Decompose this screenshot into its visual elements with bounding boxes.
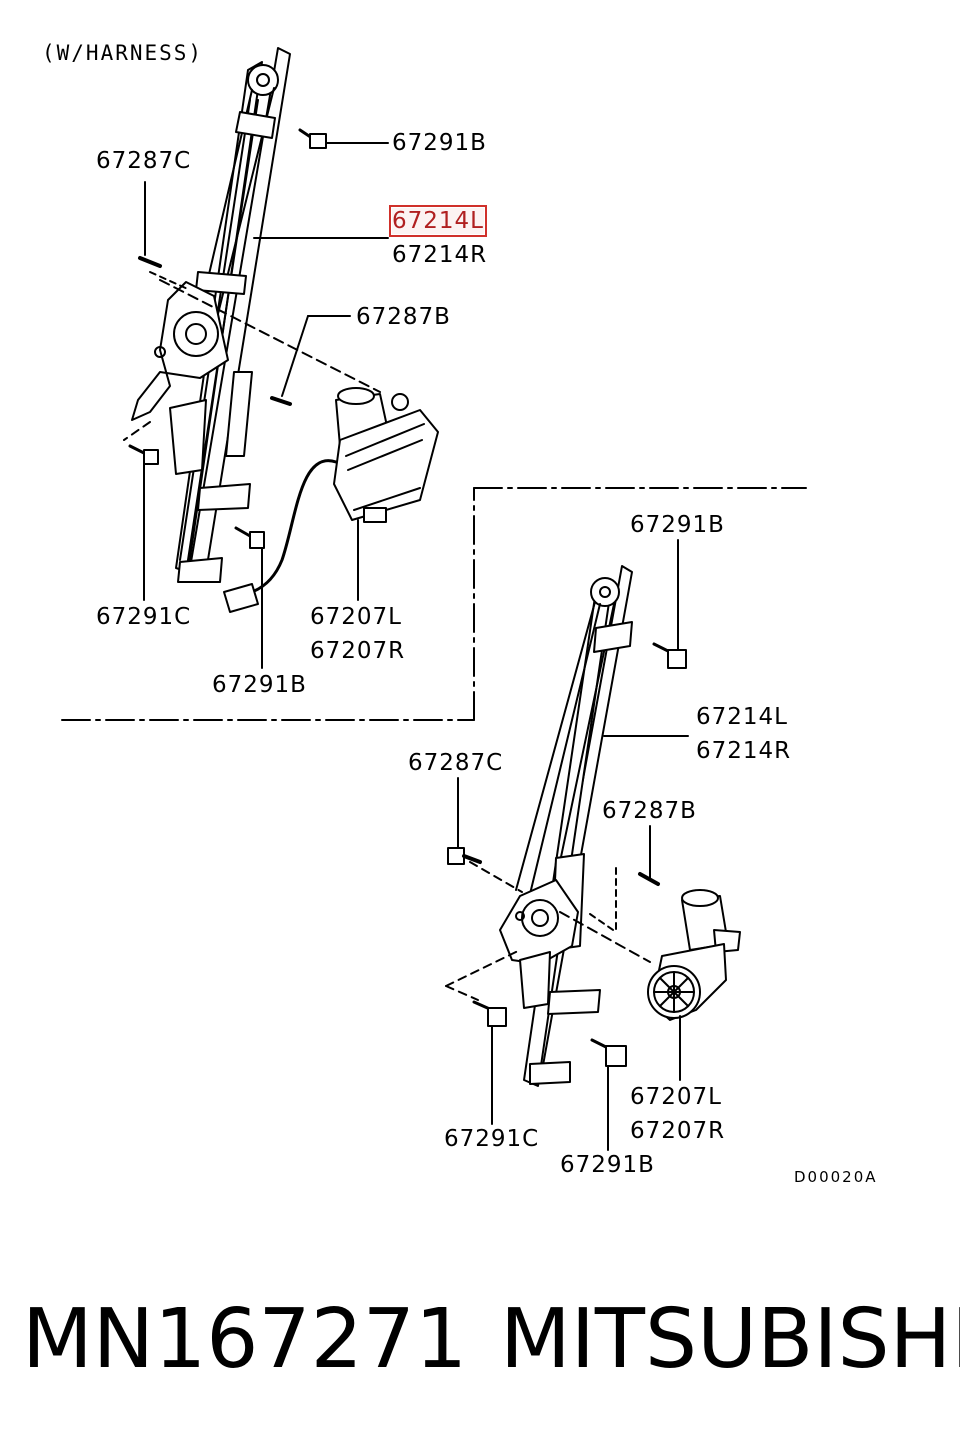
upper-screw-motor: [270, 315, 351, 406]
upper-harness-wire: [250, 459, 338, 594]
upper-pulley: [247, 64, 279, 96]
upper-bolt-bottom-left: [128, 444, 159, 601]
lower-motor-left-label: 67207L: [630, 1084, 722, 1110]
upper-motor: [333, 387, 439, 523]
upper-screw-top-left-label: 67287C: [96, 148, 192, 174]
lower-drum: [521, 899, 559, 937]
lower-bolt-bottom: [590, 1038, 627, 1151]
lower-bolt-top-label: 67291B: [630, 512, 725, 538]
harness-note: (W/HARNESS): [42, 41, 204, 65]
part-number: MN167271: [22, 1292, 468, 1387]
lower-regulator-assembly: [445, 539, 741, 1151]
upper-bolt-bottom-label: 67291B: [212, 672, 307, 698]
section-divider: [61, 487, 807, 721]
upper-bolt-bottom: [234, 526, 265, 669]
upper-bolt-top-right: [298, 128, 389, 149]
lower-screw-left-label: 67287C: [408, 750, 504, 776]
upper-motor-left-label: 67207L: [310, 604, 402, 630]
upper-motor-right-label: 67207R: [310, 638, 406, 664]
lower-bolt-bottom-left: [472, 1000, 507, 1125]
lower-regulator-right-label: 67214R: [696, 738, 792, 764]
lower-screw-motor-label: 67287B: [602, 798, 697, 824]
lower-pulley: [590, 577, 620, 607]
upper-bolt-top-right-label: 67291B: [392, 130, 487, 156]
upper-bolt-bottom-left-label: 67291C: [96, 604, 192, 630]
lower-screw-left: [447, 777, 482, 865]
lower-bolt-bottom-label: 67291B: [560, 1152, 655, 1178]
lower-screw-motor: [638, 825, 660, 886]
lower-motor: [647, 889, 741, 1021]
upper-regulator-right-label: 67214R: [392, 242, 488, 268]
upper-regulator-assembly: [123, 47, 439, 669]
diagram-code: D00020A: [794, 1168, 878, 1186]
upper-regulator-left-label[interactable]: 67214L: [389, 205, 487, 237]
lower-bolt-bottom-left-label: 67291C: [444, 1126, 540, 1152]
upper-drum: [173, 311, 219, 357]
lower-regulator-left-label: 67214L: [696, 704, 788, 730]
upper-screw-motor-label: 67287B: [356, 304, 451, 330]
brand-name: MITSUBISHI: [500, 1292, 960, 1387]
lower-bolt-top: [652, 539, 687, 669]
lower-motor-right-label: 67207R: [630, 1118, 726, 1144]
upper-screw-top-left: [138, 181, 162, 268]
